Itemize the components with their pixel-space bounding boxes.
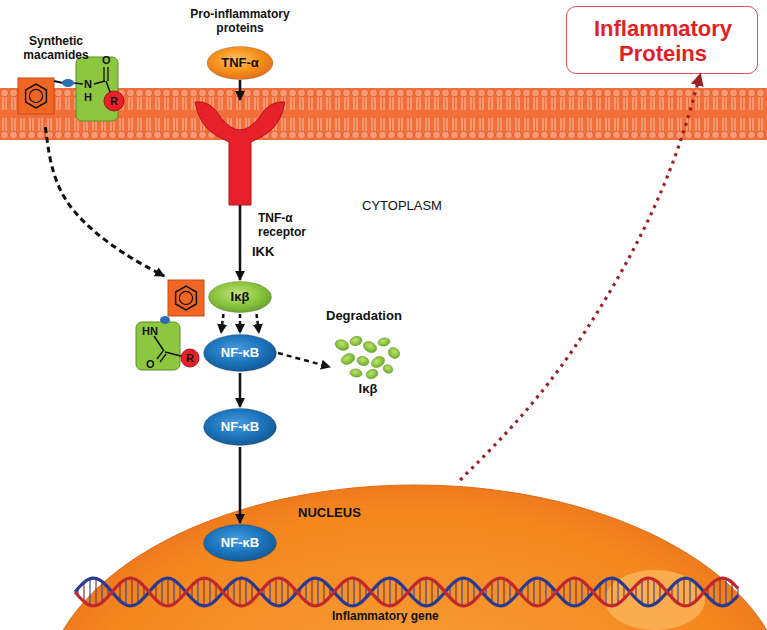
receptor-shape-node: TNF-α receptor bbox=[193, 100, 287, 205]
atom-label: O bbox=[146, 358, 155, 371]
connector-line bbox=[460, 74, 700, 480]
arrow-connector bbox=[240, 447, 241, 523]
connector-line bbox=[45, 127, 164, 276]
atom-label: N bbox=[84, 78, 92, 91]
nfkb-protein: NF-κB bbox=[202, 407, 278, 447]
atom-label: H bbox=[84, 91, 92, 104]
result-title: Inflammatory Proteins bbox=[567, 7, 759, 75]
atom-label: R bbox=[186, 352, 194, 365]
nfkb-protein: NF-κB bbox=[202, 333, 278, 373]
connector-line bbox=[239, 80, 242, 100]
arrow-connector bbox=[240, 80, 241, 100]
atom-label: R bbox=[110, 95, 118, 108]
compartment-label: CYTOPLASM bbox=[362, 198, 442, 213]
macamide-structure-outline bbox=[130, 276, 206, 372]
arrow-connector bbox=[221, 314, 259, 333]
tnf-alpha-protein: Pro-inflammatory proteinsTNF-α bbox=[180, 8, 300, 80]
macamide-structure: Synthetic macamidesNH O R bbox=[10, 35, 128, 127]
macamide-structure: HN O R bbox=[130, 276, 206, 372]
connector-line bbox=[278, 353, 330, 367]
receptor-shape bbox=[195, 102, 285, 205]
ikb-protein: Iκβ bbox=[207, 280, 273, 314]
result-box: Inflammatory Proteins bbox=[566, 6, 758, 74]
connector-line bbox=[239, 205, 242, 280]
protein-label: NF-κB bbox=[202, 407, 278, 447]
receptor-shape-node-outline bbox=[193, 100, 287, 205]
nucleus: NF-κB NUCLEUS Inflammatory gene bbox=[40, 480, 767, 630]
protein-label: Iκβ bbox=[330, 380, 406, 398]
edge-label: Degradation bbox=[326, 308, 402, 323]
connector-line bbox=[239, 373, 242, 407]
atom-label: HN bbox=[142, 325, 158, 338]
arrow-connector bbox=[240, 373, 241, 407]
compartment-label: NUCLEUS bbox=[298, 506, 361, 521]
arrow-connector bbox=[278, 353, 330, 367]
connector-line bbox=[239, 447, 242, 523]
compound-label: Synthetic macamides bbox=[10, 35, 102, 63]
arrow-connector bbox=[45, 127, 164, 276]
gene-label: Inflammatory gene bbox=[332, 610, 439, 624]
protein-label: NF-κB bbox=[202, 333, 278, 373]
degraded-fragments bbox=[334, 335, 402, 380]
dna-helix bbox=[75, 578, 738, 606]
atom-label: O bbox=[102, 54, 111, 67]
nucleus-outline bbox=[40, 480, 767, 630]
protein-heading: Pro-inflammatory proteins bbox=[180, 8, 300, 36]
nucleus-shape bbox=[43, 485, 767, 630]
ellipse-shape bbox=[207, 47, 273, 80]
edge-label: IKK bbox=[252, 244, 274, 259]
ikb-fragments: Iκβ bbox=[330, 334, 402, 400]
macamide-molecule bbox=[136, 280, 204, 370]
connector-line bbox=[239, 314, 242, 333]
connector-line bbox=[221, 314, 224, 333]
nfkb-protein: NF-κB bbox=[202, 523, 278, 563]
arrow-connector bbox=[240, 205, 241, 280]
receptor-label: TNF-α receptor bbox=[258, 212, 330, 240]
protein-label: TNF-α bbox=[207, 46, 273, 80]
connector-line bbox=[257, 314, 260, 333]
arrow-connector bbox=[460, 74, 700, 480]
protein-label: Iκβ bbox=[207, 280, 273, 314]
macamide-molecule bbox=[18, 57, 124, 121]
protein-label: NF-κB bbox=[202, 523, 278, 563]
